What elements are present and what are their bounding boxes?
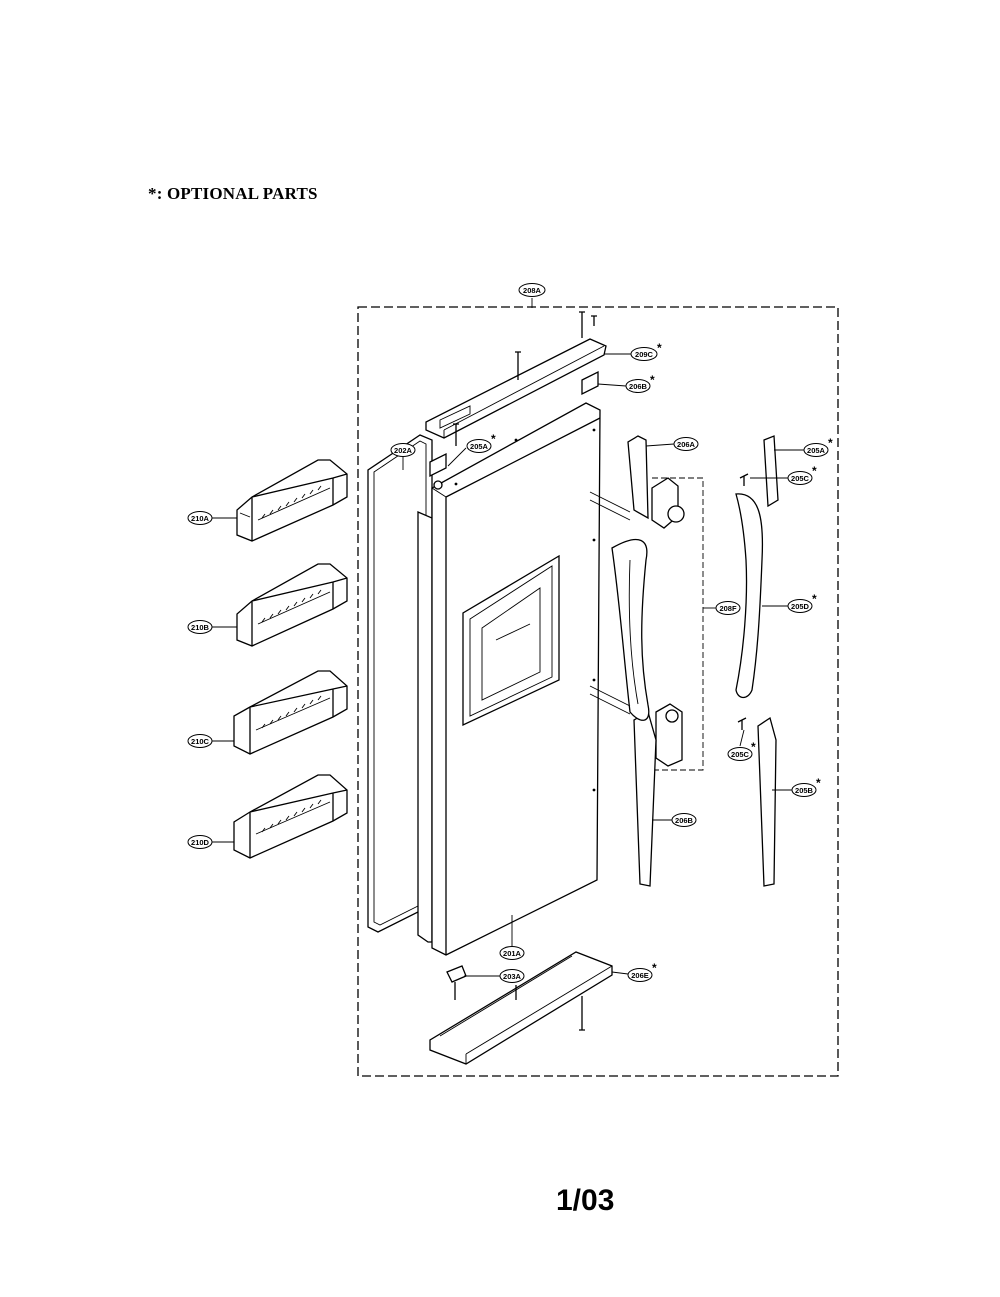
callout-210B: 210B (187, 620, 213, 634)
top-cap-209C (425, 338, 607, 439)
handle-205D (735, 493, 764, 699)
svg-text:203A: 203A (503, 972, 522, 981)
svg-text:205A: 205A (470, 442, 489, 451)
screw-top (453, 311, 597, 446)
callout-205C-bottom: 205C * (727, 740, 756, 761)
svg-text:*: * (657, 341, 662, 355)
handle-cap-205A (763, 435, 779, 508)
hinge-206B (581, 370, 599, 396)
svg-text:205A: 205A (807, 446, 826, 455)
page-number: 1/03 (556, 1184, 615, 1217)
svg-text:209C: 209C (635, 350, 654, 359)
svg-text:201A: 201A (503, 949, 522, 958)
callout-205D: 205D * (787, 592, 817, 613)
handle-trim-206A (627, 435, 649, 520)
callout-202A: 202A (390, 443, 416, 457)
callout-205A-right: 205A * (803, 436, 833, 457)
svg-text:*: * (751, 740, 756, 754)
bottom-cap-206E (429, 951, 613, 1065)
door-bin-210C (233, 670, 348, 755)
callout-205A-top: 205A * (466, 432, 496, 453)
callout-206E: 206E * (627, 961, 657, 982)
assembly-boundary (357, 306, 839, 1077)
callout-203A: 203A (499, 969, 525, 983)
svg-text:*: * (828, 436, 833, 450)
door-panel-201A (417, 402, 601, 956)
handle-trim-205B (757, 716, 777, 887)
door-handle-208F (611, 538, 650, 721)
svg-text:210D: 210D (191, 838, 210, 847)
svg-text:202A: 202A (394, 446, 413, 455)
svg-text:208F: 208F (719, 604, 737, 613)
handle-bracket-top (651, 477, 685, 529)
clip-205C-bottom (737, 717, 747, 730)
leader-lines (212, 298, 804, 977)
svg-text:*: * (812, 592, 817, 606)
svg-text:205C: 205C (731, 750, 750, 759)
callout-210A: 210A (187, 511, 213, 525)
svg-text:206B: 206B (629, 382, 648, 391)
callout-205C-top: 205C * (787, 464, 817, 485)
callout-208A: 208A (518, 283, 546, 297)
clip-205C-top (739, 473, 749, 486)
svg-text:206E: 206E (631, 971, 649, 980)
svg-text:*: * (652, 961, 657, 975)
svg-text:206B: 206B (675, 816, 694, 825)
svg-text:210A: 210A (191, 514, 210, 523)
svg-text:210C: 210C (191, 737, 210, 746)
door-bin-210A (236, 459, 348, 542)
svg-text:*: * (650, 373, 655, 387)
svg-text:*: * (812, 464, 817, 478)
svg-text:205B: 205B (795, 786, 814, 795)
callout-210D: 210D (187, 835, 213, 849)
optional-parts-note: *: OPTIONAL PARTS (148, 184, 318, 203)
hinge-pin-205A (429, 452, 447, 490)
svg-text:205D: 205D (791, 602, 810, 611)
callout-201A: 201A (499, 946, 525, 960)
callout-209C: 209C * (630, 341, 662, 361)
handle-trim-206B (633, 711, 657, 887)
door-bin-210D (233, 774, 348, 859)
callout-210C: 210C (187, 734, 213, 748)
svg-text:205C: 205C (791, 474, 810, 483)
svg-text:*: * (491, 432, 496, 446)
svg-text:*: * (816, 776, 821, 790)
callout-206B-low: 206B (671, 813, 697, 827)
svg-text:208A: 208A (523, 286, 542, 295)
callout-205B: 205B * (791, 776, 821, 797)
door-bin-210B (236, 563, 348, 647)
callout-208F: 208F (715, 601, 741, 615)
callout-206B: 206B * (625, 373, 655, 393)
svg-text:206A: 206A (677, 440, 696, 449)
svg-text:210B: 210B (191, 623, 210, 632)
handle-pins (589, 491, 631, 715)
hinge-203A (446, 965, 467, 1000)
callout-206A: 206A (673, 437, 699, 451)
handle-bracket-bottom (655, 703, 683, 767)
